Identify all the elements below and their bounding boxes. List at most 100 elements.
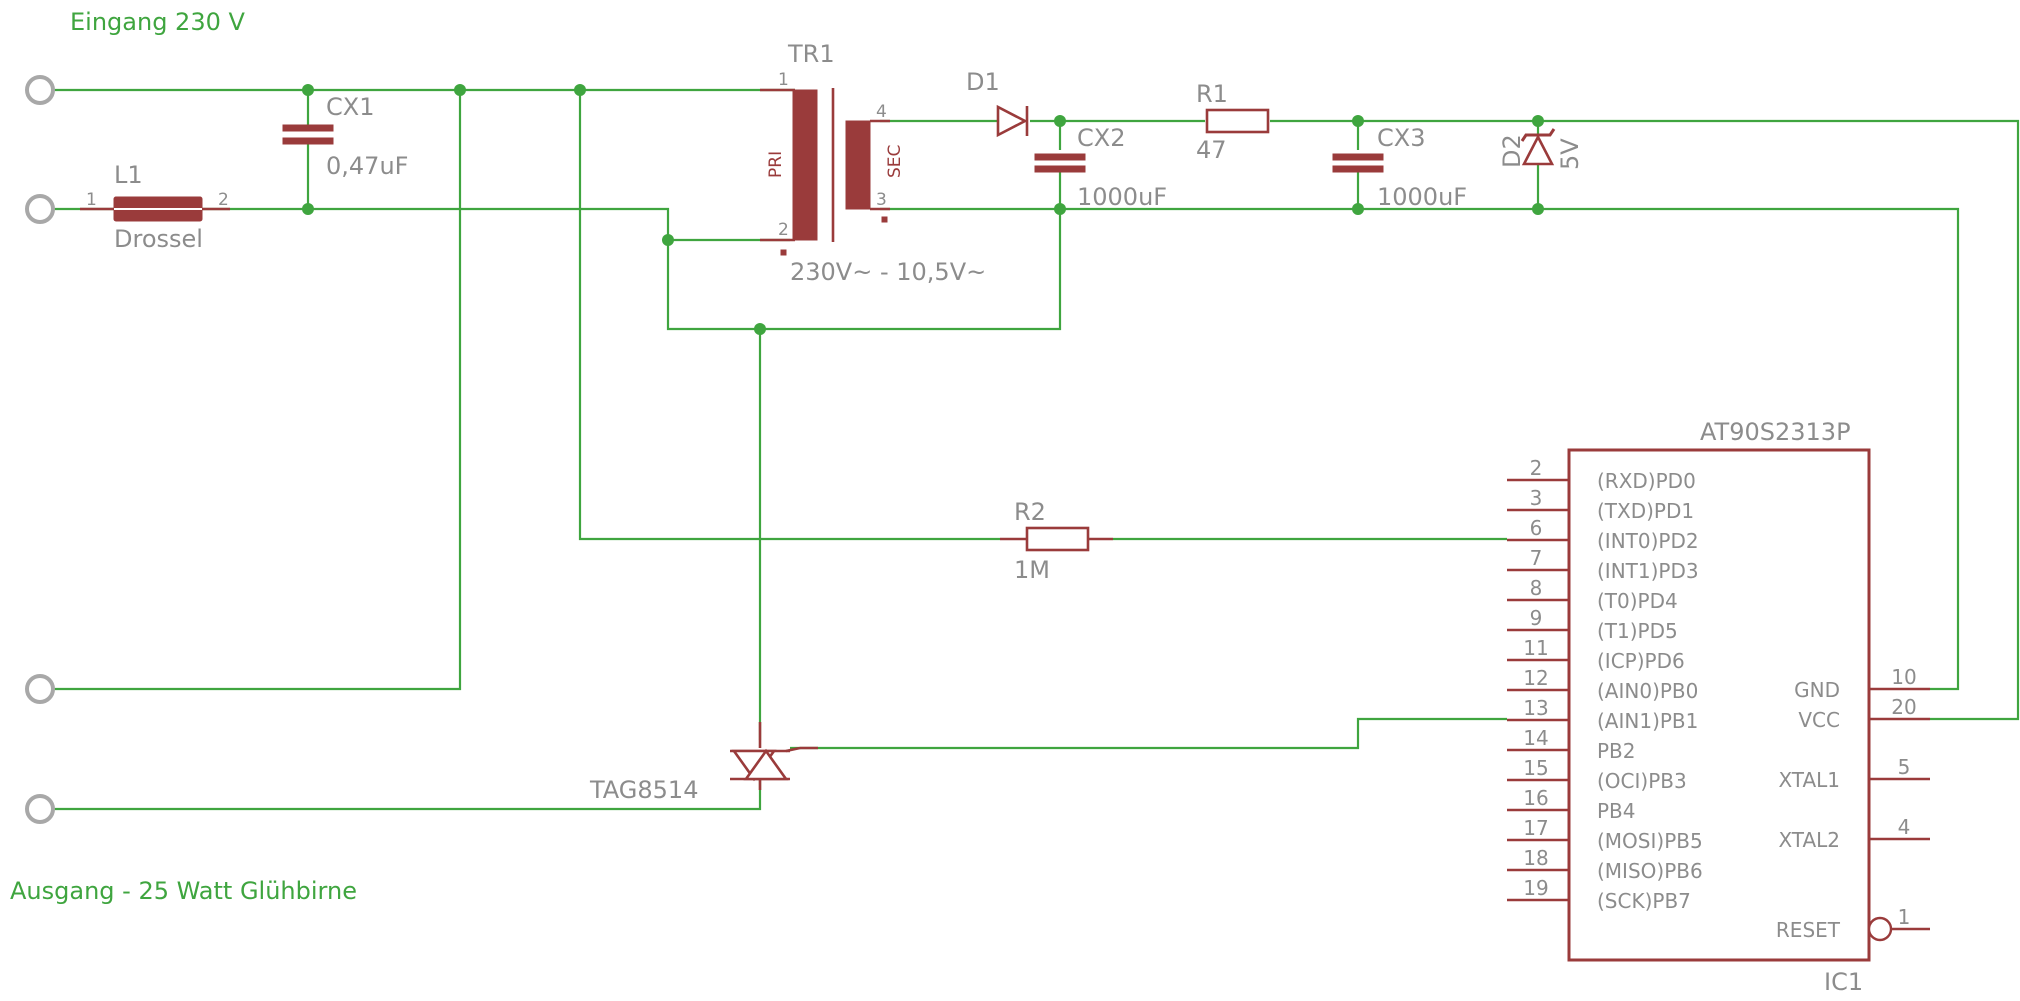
ic1-pin-label: (MOSI)PB5 (1597, 829, 1703, 853)
input-terminal-2 (25, 194, 55, 224)
ic1-pin-label: (AIN1)PB1 (1597, 709, 1698, 733)
input-terminal-1 (25, 75, 55, 105)
zener-d2: D2 5V (1498, 128, 1584, 170)
ic1-pin: 15 (OCI)PB3 (1507, 756, 1687, 793)
cx3-value: 1000uF (1377, 183, 1467, 211)
ic1-pin-label: (T0)PD4 (1597, 589, 1678, 613)
ic1-pin-label: (AIN0)PB0 (1597, 679, 1698, 703)
ic1-pin-number: 6 (1530, 516, 1543, 540)
l1-value: Drossel (114, 225, 203, 253)
ic1-pin-label: (ICP)PD6 (1597, 649, 1685, 673)
ic1-value: AT90S2313P (1700, 418, 1851, 446)
ic1-pin-number: 20 (1891, 695, 1916, 719)
output-note: Ausgang - 25 Watt Glühbirne (10, 877, 357, 905)
ic1-pin: 8(T0)PD4 (1507, 576, 1678, 613)
r2-name: R2 (1014, 498, 1046, 526)
l1-name: L1 (114, 161, 143, 189)
capacitor-cx3: CX3 1000uF (1332, 124, 1467, 211)
ic1-pin: 17(MOSI)PB5 (1507, 816, 1703, 853)
ic1-pin-label: PB4 (1597, 799, 1636, 823)
ic1-pin-label: (OCI)PB3 (1597, 769, 1687, 793)
ic1-name: IC1 (1824, 968, 1863, 996)
junction-dot (1352, 115, 1364, 127)
ic1-pin-label: (MISO)PB6 (1597, 859, 1703, 883)
ic1-pin-label: XTAL1 (1778, 768, 1840, 792)
ic1-pin: 6 (INT0)PD2 (1507, 516, 1699, 553)
cx1-value: 0,47uF (326, 152, 408, 180)
ic1-pin-number: 11 (1523, 636, 1548, 660)
ic1-pin-label: PB2 (1597, 739, 1636, 763)
ic1-pin-number: 1 (1898, 905, 1911, 929)
ic1-pin: 3(TXD)PD1 (1507, 486, 1694, 523)
r1-name: R1 (1196, 80, 1228, 108)
tr1-pin2: 2 (778, 220, 789, 240)
cx3-name: CX3 (1377, 124, 1425, 152)
tr1-pin4: 4 (876, 102, 887, 122)
ic1-pin-label: XTAL2 (1778, 828, 1840, 852)
tr1-pin1: 1 (778, 70, 789, 90)
ic1-pin-label: (RXD)PD0 (1597, 469, 1696, 493)
tr1-name: TR1 (787, 40, 835, 68)
ic1-pin-number: 9 (1530, 606, 1543, 630)
cx1-name: CX1 (326, 93, 374, 121)
junction-dot (1532, 115, 1544, 127)
cx2-name: CX2 (1077, 124, 1125, 152)
d1-name: D1 (966, 68, 1000, 96)
output-terminal-2 (25, 794, 55, 824)
r2-value: 1M (1014, 556, 1050, 584)
l1-pin1: 1 (86, 190, 97, 210)
diode-d1: D1 (966, 68, 1029, 138)
junction-dot (1352, 203, 1364, 215)
junction-dot (302, 203, 314, 215)
ic1-pin-label: (INT0)PD2 (1597, 529, 1699, 553)
ic1-pin: 7(INT1)PD3 (1507, 546, 1699, 583)
transformer-tr1: TR1 230V~ - 10,5V~ PRI SEC 1 2 3 4 (760, 40, 986, 286)
input-note: Eingang 230 V (70, 8, 245, 36)
ic1-pin-number: 16 (1523, 786, 1548, 810)
ic1-pin-number: 2 (1530, 456, 1543, 480)
capacitor-cx2: CX2 1000uF (1034, 124, 1167, 211)
ic1-pin-label: (INT1)PD3 (1597, 559, 1699, 583)
triac-name: TAG8514 (589, 776, 698, 804)
junction-dot (454, 84, 466, 96)
junction-dot (662, 234, 674, 246)
ic1-pin-number: 18 (1523, 846, 1548, 870)
ic1-pin: 11 (ICP)PD6 (1507, 636, 1685, 673)
junction-dot (1054, 115, 1066, 127)
ic1-pin-label: GND (1794, 678, 1840, 702)
junction-dot (754, 323, 766, 335)
r1-value: 47 (1196, 136, 1227, 164)
l1-pin2: 2 (218, 190, 229, 210)
junction-dot (302, 84, 314, 96)
ic1-pin-number: 5 (1898, 755, 1911, 779)
terminals (25, 75, 55, 824)
capacitor-cx1: CX1 0,47uF (282, 93, 408, 180)
cx2-value: 1000uF (1077, 183, 1167, 211)
ic1-reset-bubble (1867, 916, 1893, 942)
ic1-pin-number: 19 (1523, 876, 1548, 900)
ic1-pin: 2 (RXD)PD0 (1507, 456, 1696, 493)
ic1-pin-label: (TXD)PD1 (1597, 499, 1694, 523)
d2-name: D2 (1498, 134, 1526, 168)
d2-value: 5V (1556, 138, 1584, 170)
junctions (302, 84, 1544, 335)
junction-dot (574, 84, 586, 96)
ic1-pin-number: 15 (1523, 756, 1548, 780)
ic1-pin-label: RESET (1776, 918, 1841, 942)
tr1-value: 230V~ - 10,5V~ (790, 258, 986, 286)
ic1-pin-number: 14 (1523, 726, 1548, 750)
ic1-pin: 13 (AIN1)PB1 (1507, 696, 1698, 733)
ic1-pin-number: 13 (1523, 696, 1548, 720)
resistor-r2: R2 1M (1000, 498, 1113, 584)
tr1-pin3: 3 (876, 190, 887, 210)
